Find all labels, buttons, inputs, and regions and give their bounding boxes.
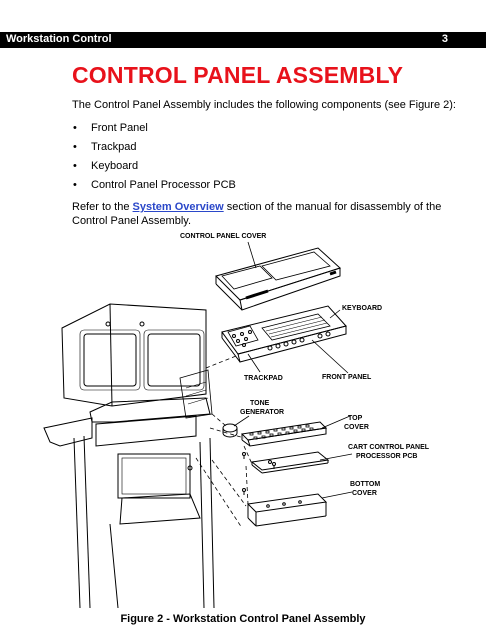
- list-item: Keyboard: [72, 160, 236, 179]
- label-bottom-cover-line-1: BOTTOM: [350, 481, 380, 488]
- running-header: Workstation Control 3: [0, 32, 486, 48]
- figure-caption: Figure 2 - Workstation Control Panel Ass…: [120, 613, 366, 625]
- list-item: Trackpad: [72, 141, 236, 160]
- figure-labels: CONTROL PANEL COVER KEYBOARD TRACKPAD FR…: [180, 233, 430, 497]
- label-tone-generator-line-2: GENERATOR: [240, 409, 284, 416]
- bottom-cover-drawing: [246, 493, 328, 527]
- top-cover-drawing: [240, 421, 328, 447]
- intro-paragraph: The Control Panel Assembly includes the …: [72, 99, 456, 111]
- label-keyboard: KEYBOARD: [342, 305, 382, 312]
- exploded-assembly-diagram: CONTROL PANEL COVER KEYBOARD TRACKPAD FR…: [43, 233, 430, 609]
- reference-text-after: section of the manual for disassembly of…: [72, 201, 442, 227]
- system-overview-link[interactable]: System Overview: [132, 201, 224, 213]
- label-bottom-cover-line-2: COVER: [352, 490, 377, 497]
- label-cart-control-panel: CART CONTROL PANEL: [348, 444, 430, 451]
- component-list: Front Panel Trackpad Keyboard Control Pa…: [72, 122, 236, 198]
- figure-2: CONTROL PANEL COVER KEYBOARD TRACKPAD FR…: [0, 228, 486, 609]
- label-control-panel-cover: CONTROL PANEL COVER: [180, 233, 266, 240]
- page-number: 3: [441, 33, 448, 45]
- reference-paragraph: Refer to the System Overview section of …: [72, 200, 464, 228]
- header-title: Workstation Control: [6, 33, 112, 45]
- label-front-panel: FRONT PANEL: [322, 374, 372, 381]
- list-item: Front Panel: [72, 122, 236, 141]
- reference-text-before: Refer to the: [72, 201, 133, 213]
- section-heading: CONTROL PANEL ASSEMBLY: [72, 62, 404, 88]
- leader-lines: [233, 241, 353, 499]
- label-processor-pcb: PROCESSOR PCB: [356, 453, 417, 460]
- list-item: Control Panel Processor PCB: [72, 179, 236, 198]
- keyboard-drawing: [221, 305, 347, 363]
- processor-pcb-drawing: [250, 451, 330, 474]
- control-panel-cover-drawing: [215, 247, 341, 311]
- label-top-cover-line-2: COVER: [344, 424, 369, 431]
- label-trackpad: TRACKPAD: [244, 375, 283, 382]
- tone-generator-drawing: [222, 423, 238, 438]
- explode-lines: [195, 355, 253, 529]
- workstation-cart-drawing: [43, 303, 215, 609]
- screws: [242, 452, 276, 495]
- label-top-cover-line-1: TOP: [348, 415, 363, 422]
- label-tone-generator-line-1: TONE: [250, 400, 270, 407]
